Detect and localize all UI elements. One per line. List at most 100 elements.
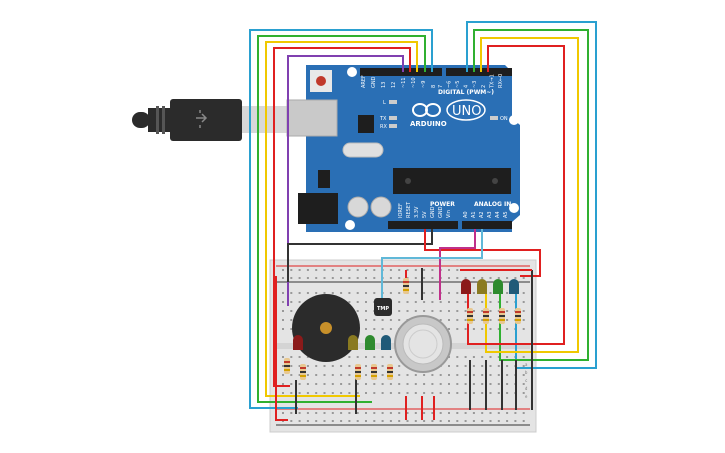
led-l [389,100,397,104]
mount-hole [347,67,357,77]
row-letter: a [525,362,528,367]
power-label: POWER [430,201,455,208]
gas-sensor-ring [408,329,438,359]
power-pin-label: GND [430,206,436,218]
uno-badge [446,99,486,121]
power-pin-label: Vin [446,210,452,218]
analog-pin-label: A1 [471,211,477,218]
digital-pin-label: 2 [481,85,487,88]
header-power [388,221,458,229]
usb-ridge [156,106,159,134]
wires-right-bundle [466,21,597,369]
row-letter: b [525,370,528,375]
power-pin-label: RESET [406,201,412,218]
wire-blue-right [466,21,597,369]
tmp-label: TMP [377,306,389,312]
led [461,279,471,294]
wire-a0 [439,229,476,300]
analog-pin-label: A0 [463,211,469,218]
arduino-logo-icon [412,103,441,117]
buzzer-center [320,322,332,334]
led [477,279,487,294]
wire-a1 [381,229,483,298]
led-rx [389,124,397,128]
digital-pin-label: ~10 [411,77,417,88]
crystal [342,142,384,158]
analog-label: ANALOG IN [474,201,511,208]
led-rx-label: RX [380,124,387,130]
row-letter: c [525,378,528,383]
digital-pin-label: GND [371,76,377,88]
piezo-buzzer [292,294,360,362]
led-on [490,116,498,120]
power-pin-label: GND [438,206,444,218]
wire-purple-left [287,55,404,306]
digital-pin-label: ~5 [455,81,461,88]
chip-regulator [358,115,374,133]
digital-pin-label: ~9 [421,81,427,88]
power-pin-label: 3.3V [414,206,420,218]
power-jack [298,193,338,224]
wire-rail-red-left [275,276,288,421]
power-pin-label: IOREF [398,203,404,218]
digital-pin-label: 13 [381,82,387,88]
arduino-logo-text: ARDUINO [410,120,447,128]
usb-cable-end [132,112,150,128]
led-l-label: L [383,100,386,106]
mount-hole [345,220,355,230]
power-pin-label: 5V [422,211,428,218]
led [365,335,375,350]
mount-hole [509,115,519,125]
uno-text: UNO [452,104,481,119]
digital-pin-label: RX←0 [498,74,504,88]
header-analog [462,221,512,229]
usb-ridge [162,106,165,134]
header-digital-right [446,68,512,76]
resistors [284,278,521,380]
usb-icon [196,110,208,128]
voltage-regulator [318,170,330,188]
usb-strain-relief [148,108,172,132]
chip-notch [405,178,411,184]
wire-yellow-right [480,37,579,353]
led [348,335,358,350]
led [381,335,391,350]
temperature-sensor: TMP [374,298,392,316]
analog-pin-label: A3 [487,211,493,218]
led [293,335,303,350]
digital-label: DIGITAL (PWM~) [438,89,494,96]
digital-pin-label: 7 [438,85,444,88]
usb-port [286,99,338,137]
wire-5v [424,229,541,277]
analog-pin-label: A5 [503,211,509,218]
chip-notch [492,178,498,184]
reset-button[interactable] [316,76,326,86]
capacitor [347,196,369,218]
usb-plug-body [170,99,242,141]
led [493,279,503,294]
led-tx [389,116,397,120]
analog-pin-label: A4 [495,211,501,218]
wire-blue-left [249,29,433,409]
wire-red-left [273,47,411,387]
analog-pin-label: A2 [479,211,485,218]
digital-pin-label: ~3 [472,81,478,88]
header-digital-left [360,68,442,76]
capacitor [370,196,392,218]
led-on-label: ON [500,116,508,122]
wire-gnd [287,229,433,282]
led [509,279,519,294]
digital-pin-label: ~6 [446,81,452,88]
row-letter: d [525,386,528,391]
gas-sensor [394,315,452,373]
digital-pin-label: AREF [361,75,367,88]
atmega-chip [393,168,511,194]
digital-pin-label: 4 [464,85,470,88]
leds [293,279,519,350]
